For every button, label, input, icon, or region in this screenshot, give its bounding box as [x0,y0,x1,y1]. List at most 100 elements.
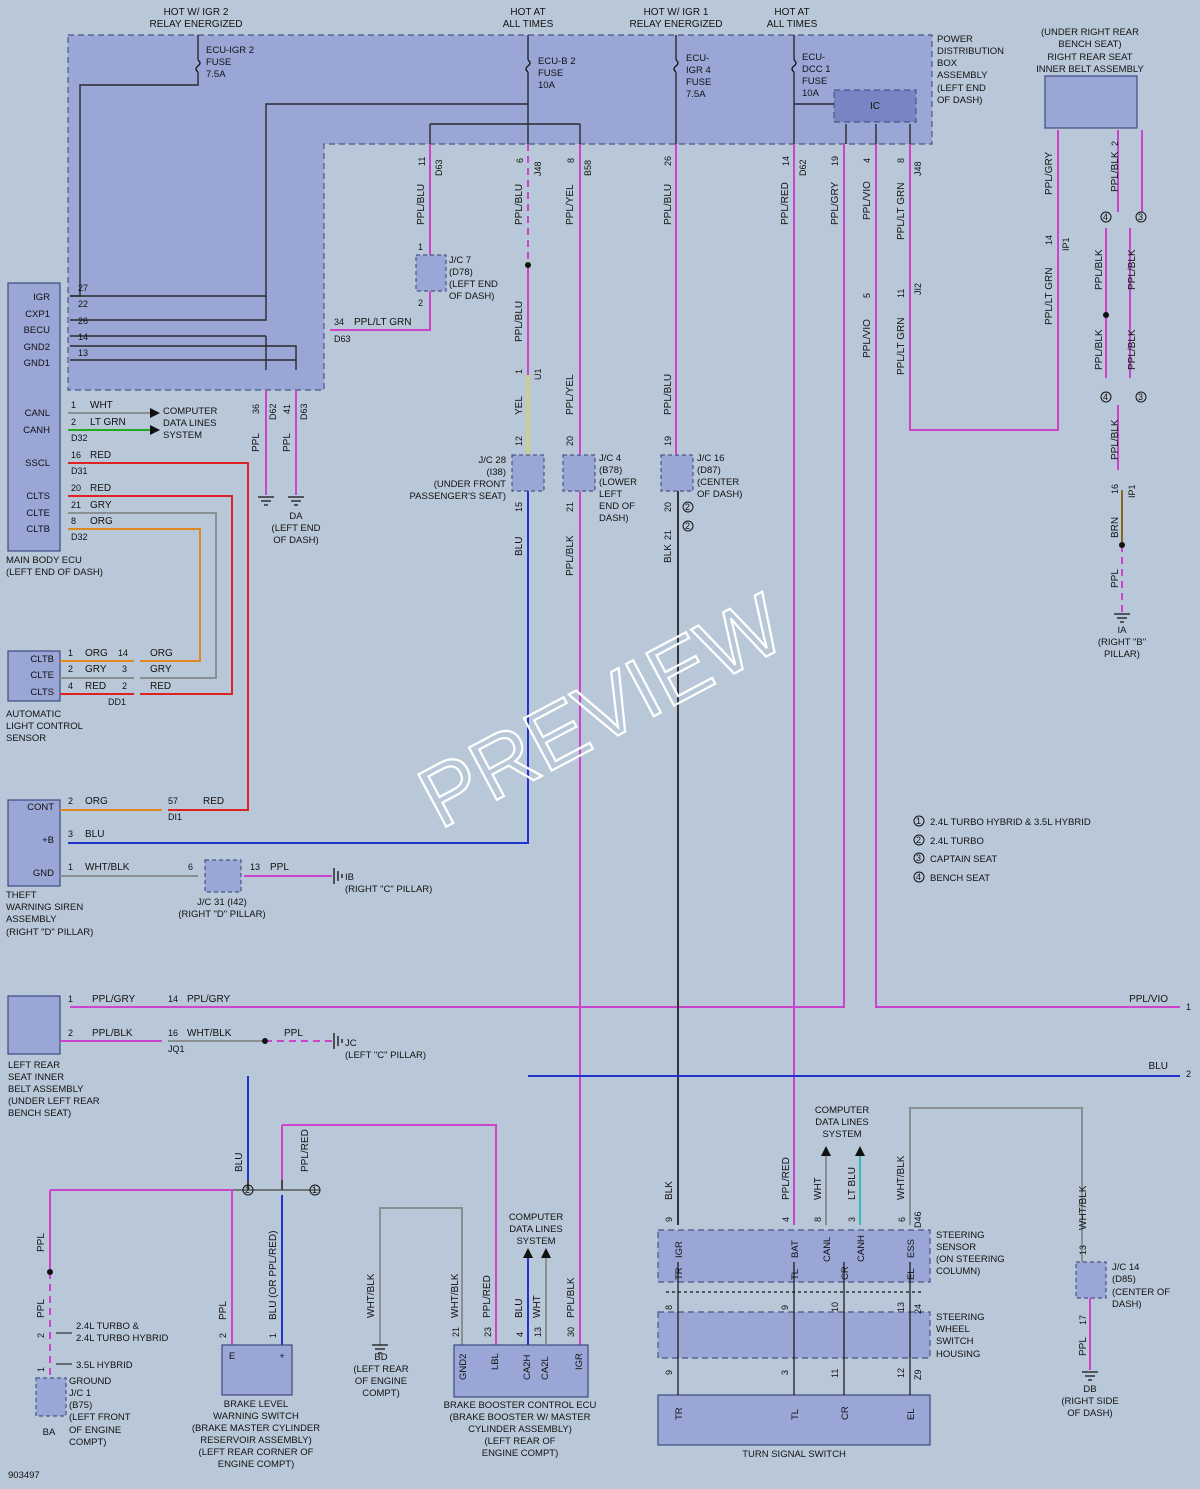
ic-block [833,89,917,123]
svg-text:WHT: WHT [813,1177,824,1200]
svg-text:(BRAKE BOOSTER W/ MASTER: (BRAKE BOOSTER W/ MASTER [450,1412,591,1423]
svg-text:PPL: PPL [251,433,262,452]
svg-text:ORG: ORG [150,648,173,659]
turn-signal-switch-labels: 9 3 11 12 Z9 TR TL CR EL TURN SIGNAL SWI… [664,1368,923,1460]
svg-text:BLK: BLK [663,544,674,563]
svg-text:TR: TR [674,1267,685,1280]
right-rear-belt [1044,75,1138,129]
svg-text:27: 27 [78,283,88,293]
svg-text:J/C 7: J/C 7 [449,255,471,266]
column-splices [525,262,1125,548]
svg-text:2: 2 [68,796,73,806]
svg-text:CA2H: CA2H [522,1355,533,1380]
svg-text:RED: RED [203,796,224,807]
svg-text:D46: D46 [913,1211,923,1228]
svg-text:PPL/BLK: PPL/BLK [1127,329,1138,370]
svg-text:(RIGHT SIDE: (RIGHT SIDE [1061,1396,1118,1407]
svg-text:4: 4 [862,158,872,163]
theft-siren [7,799,61,887]
jc14-block [1075,1261,1107,1299]
svg-text:GROUND: GROUND [69,1376,111,1387]
svg-text:BLK: BLK [664,1181,675,1200]
svg-text:ORG: ORG [85,648,108,659]
svg-text:BLU: BLU [85,829,104,840]
svg-text:BRN: BRN [1110,517,1121,538]
svg-text:SYSTEM: SYSTEM [163,430,202,441]
jc16-block [660,454,694,492]
svg-text:WHT/BLK: WHT/BLK [896,1155,907,1200]
svg-text:14: 14 [78,332,88,342]
svg-text:PILLAR): PILLAR) [1104,649,1140,660]
svg-text:ORG: ORG [90,516,113,527]
svg-text:21: 21 [451,1327,461,1337]
col-label-c7: 4 PPL/VIO 5 PPL/VIO [862,158,873,358]
power-distribution-box [67,34,933,391]
can-arrows [150,408,160,435]
svg-text:PPL/GRY: PPL/GRY [1044,152,1055,195]
svg-text:CANH: CANH [856,1235,867,1262]
svg-text:ENGINE COMPT): ENGINE COMPT) [482,1448,559,1459]
svg-text:GND: GND [33,868,54,879]
svg-text:D62: D62 [798,159,808,176]
svg-text:4: 4 [916,872,921,882]
ground-jc1-block [35,1377,67,1417]
svg-text:BLU: BLU [514,1299,525,1318]
svg-text:8: 8 [813,1217,823,1222]
svg-text:RIGHT REAR SEAT: RIGHT REAR SEAT [1047,52,1132,63]
svg-text:IGR: IGR [574,1353,585,1370]
svg-text:(CENTER OF: (CENTER OF [1112,1287,1170,1298]
col-label-c3: 8 B58 PPL/YEL PPL/YEL [565,158,593,415]
svg-text:(LEFT REAR CORNER OF: (LEFT REAR CORNER OF [199,1447,314,1458]
svg-text:COLUMN): COLUMN) [936,1266,980,1277]
svg-text:PPL/BLU: PPL/BLU [663,184,674,225]
svg-text:D32: D32 [71,532,88,542]
svg-text:EL: EL [906,1408,917,1420]
svg-text:FUSE: FUSE [686,77,711,88]
svg-text:D32: D32 [71,433,88,443]
svg-text:CXP1: CXP1 [25,309,50,320]
svg-text:16: 16 [71,450,81,460]
svg-text:6: 6 [188,862,193,872]
svg-text:PPL: PPL [1078,1337,1089,1356]
svg-text:IGR: IGR [33,292,50,303]
svg-text:D63: D63 [434,159,444,176]
svg-text:PPL/BLU: PPL/BLU [416,184,427,225]
svg-text:2: 2 [685,521,690,531]
svg-text:ECU-: ECU- [802,52,825,63]
svg-text:CANL: CANL [25,408,50,419]
svg-text:BLU (OR PPL/RED): BLU (OR PPL/RED) [268,1231,279,1320]
svg-text:D31: D31 [71,466,88,476]
svg-text:DATA LINES: DATA LINES [509,1224,563,1235]
svg-text:YEL: YEL [514,396,525,415]
bd-ground: WHT/BLK BD (LEFT REAR OF ENGINE COMPT) [353,1207,463,1399]
svg-text:(D87): (D87) [697,465,721,476]
svg-text:ASSEMBLY: ASSEMBLY [6,914,57,925]
svg-text:(ON STEERING: (ON STEERING [936,1254,1005,1265]
svg-text:PPL/BLU: PPL/BLU [514,301,525,342]
pdb-label: POWER DISTRIBUTION BOX ASSEMBLY (LEFT EN… [937,34,1004,106]
ground-da-labels: 36 D62 PPL 41 D63 PPL DA (LEFT END OF DA… [251,403,321,546]
svg-text:BAT: BAT [790,1240,801,1258]
svg-text:9: 9 [664,1370,674,1375]
svg-text:COMPT): COMPT) [362,1388,399,1399]
svg-text:6: 6 [515,158,525,163]
diagram-id: 903497 [8,1470,40,1481]
svg-text:DASH): DASH) [1112,1299,1142,1310]
svg-text:J/C 4: J/C 4 [599,453,621,464]
svg-text:OF ENGINE: OF ENGINE [69,1425,121,1436]
svg-text:IB: IB [345,872,354,883]
svg-text:SSCL: SSCL [25,458,50,469]
svg-text:2: 2 [68,1028,73,1038]
svg-text:(RIGHT "D" PILLAR): (RIGHT "D" PILLAR) [178,909,265,920]
svg-text:TURN SIGNAL SWITCH: TURN SIGNAL SWITCH [742,1449,846,1460]
svg-text:20: 20 [663,502,673,512]
svg-text:ECU-: ECU- [686,53,709,64]
svg-text:14: 14 [168,994,178,1004]
svg-text:9: 9 [780,1305,790,1310]
svg-text:+: + [279,1351,285,1362]
notes-legend: 1 2.4L TURBO HYBRID & 3.5L HYBRID 2 2.4L… [913,815,1091,884]
svg-text:8: 8 [664,1305,674,1310]
jc7-block [415,254,447,292]
main-body-ecu-pins: IGR CXP1 BECU GND2 GND1 CANL CANH SSCL C… [23,292,50,535]
svg-text:BLU: BLU [514,537,525,556]
